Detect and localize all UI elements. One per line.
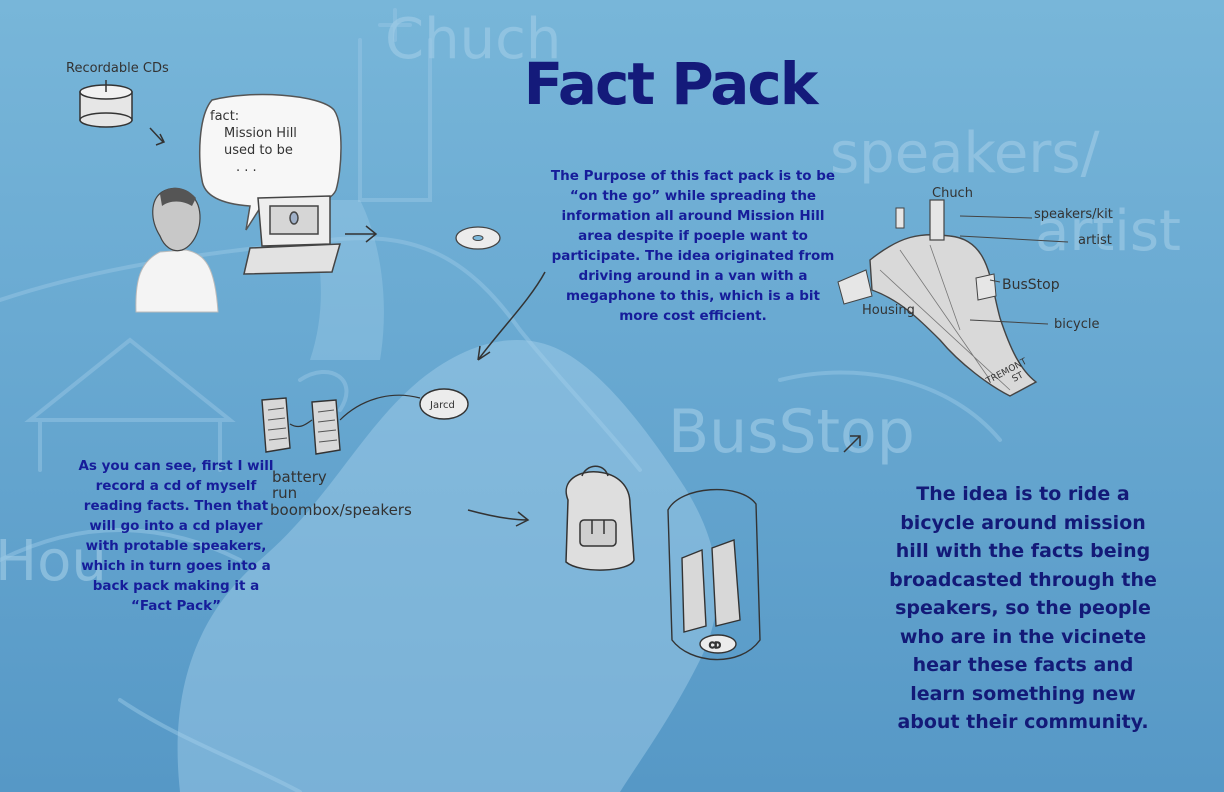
arrow-icon [467, 509, 530, 527]
cd-player-label: Jarcd [429, 400, 455, 411]
idea-paragraph: The idea is to ride a bicycle around mis… [889, 483, 1157, 733]
background-word-housing: Hou [0, 529, 107, 594]
speech-bubble-text: fact: Mission Hill used to be . . . [210, 108, 330, 176]
speech-line: fact: [210, 109, 240, 124]
purpose-paragraph: The Purpose of this fact pack is to be “… [550, 168, 836, 324]
cd-spindle-icon [79, 80, 133, 128]
cd-icon [455, 226, 501, 250]
background-word-speakers: speakers/ [830, 121, 1100, 186]
page-title: Fact Pack [523, 50, 819, 118]
backpack-icon [565, 465, 635, 571]
map-label-housing: Housing [862, 303, 915, 318]
arrow-icon [345, 225, 378, 243]
background-road-shape [177, 340, 718, 792]
run-caption: run [272, 484, 297, 502]
cd-player-icon: Jarcd [419, 388, 469, 420]
map-label-speakers-kit: speakers/kit [1034, 207, 1113, 222]
background-word-artist: artist [1035, 199, 1181, 264]
map-label-artist: artist [1078, 233, 1112, 248]
map-label-bicycle: bicycle [1054, 317, 1099, 332]
map-label-church: Chuch [932, 186, 973, 201]
open-backpack-icon: CD [667, 488, 761, 661]
cd-label: CD [709, 641, 721, 650]
map-label-tremont-st: ST [1011, 370, 1026, 384]
background-word-chuch: Chuch [385, 7, 561, 72]
speech-line: used to be [224, 143, 293, 158]
speech-line: . . . [236, 160, 257, 175]
background-word-busstop: BusStop [668, 397, 915, 467]
recordable-cds-label: Recordable CDs [66, 61, 169, 76]
map-label-busstop: BusStop [1002, 277, 1060, 293]
speaker-icon [261, 397, 341, 455]
laptop-icon [243, 195, 342, 275]
steps-paragraph: As you can see, first I will record a cd… [78, 458, 274, 614]
speech-line: Mission Hill [224, 126, 297, 141]
arrow-icon [843, 435, 861, 453]
route-map: Chuch speakers/kit artist BusStop Housin… [837, 186, 1113, 397]
battery-caption: battery [272, 468, 327, 486]
person-icon [135, 187, 219, 313]
boombox-caption: boombox/speakers [270, 501, 412, 519]
arrow-icon [477, 271, 546, 361]
arrow-icon [149, 127, 166, 146]
